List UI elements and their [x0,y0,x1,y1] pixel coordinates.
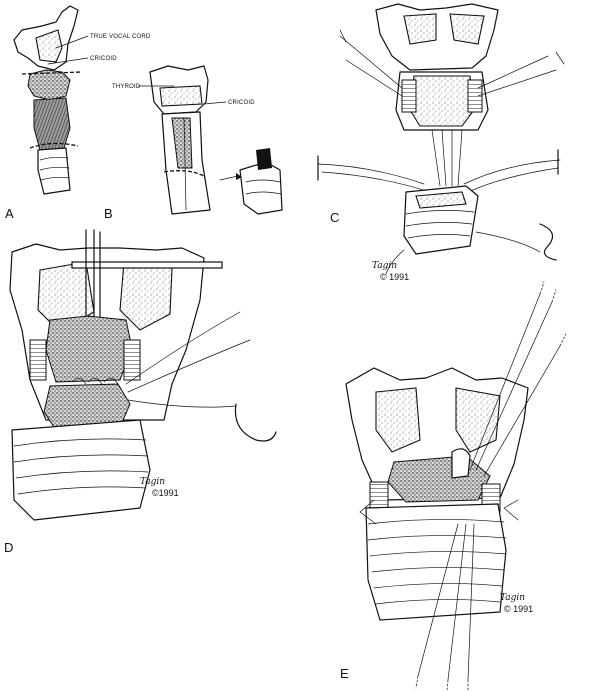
signature-d: Tagin [140,477,165,487]
signature-e: Tagin [500,593,525,603]
copyright-c: © 1991 [380,272,409,282]
panel-letter-c: C [330,210,339,225]
panel-letter-e: E [340,666,349,681]
label-true-vocal-cord: TRUE VOCAL CORD [90,34,151,40]
panel-e: Tagin © 1991 E [340,281,567,691]
panel-c: Tagin © 1991 C [317,3,565,282]
copyright-d: ©1991 [152,488,179,498]
panel-d: Tagin ©1991 D [4,229,277,555]
panel-letter-b: B [104,206,113,221]
panel-letter-d: D [4,540,13,555]
panel-a: TRUE VOCAL CORD CRICOID A [5,5,151,221]
copyright-e: © 1991 [504,604,533,614]
signature-c: Tagin [372,261,397,271]
panel-b: THYROID CRICOID B [104,65,283,221]
label-cricoid-a: CRICOID [90,56,117,62]
label-cricoid-b: CRICOID [228,100,255,106]
label-thyroid: THYROID [112,84,141,90]
panel-letter-a: A [5,206,14,221]
